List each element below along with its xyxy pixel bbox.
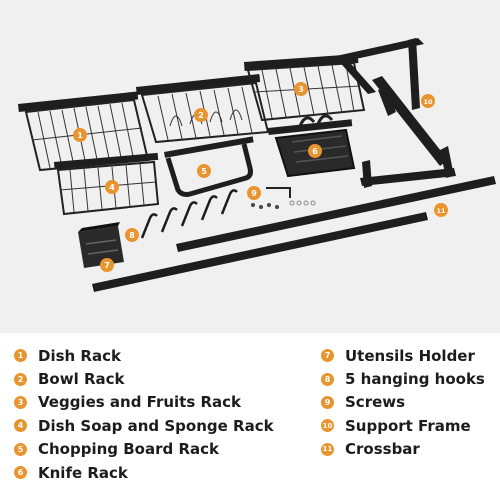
number-badge: 10 [321, 419, 334, 433]
legend-column-right: 7 Utensils Holder 8 5 hanging hooks 9 Screw… [321, 344, 485, 461]
number-badge: 6 [14, 466, 27, 480]
callout-4: 4 [105, 180, 119, 194]
svg-text:8: 8 [129, 231, 135, 240]
soap-rack-shape [54, 152, 160, 216]
part-label: Utensils Holder [345, 346, 475, 365]
callout-2: 2 [194, 108, 208, 122]
svg-text:1: 1 [77, 131, 83, 140]
callout-6: 6 [308, 144, 322, 158]
parts-photo: 1 2 3 4 5 6 7 8 9 10 11 [0, 0, 500, 333]
number-badge: 1 [14, 349, 27, 363]
callout-7: 7 [100, 258, 114, 272]
callout-markers: 1 2 3 4 5 6 7 8 9 10 11 [73, 82, 448, 272]
part-label: Support Frame [345, 416, 471, 435]
legend-item: 2 Bowl Rack [14, 367, 274, 390]
svg-text:2: 2 [198, 111, 204, 120]
utensils-holder-shape [78, 222, 124, 268]
callout-10: 10 [421, 94, 435, 108]
support-frame-shape [336, 38, 456, 188]
callout-11: 11 [434, 203, 448, 217]
part-label: Crossbar [345, 440, 420, 459]
number-badge: 8 [321, 372, 334, 386]
legend-item: 9 Screws [321, 391, 485, 414]
part-label: Dish Soap and Sponge Rack [38, 416, 274, 435]
part-label: Knife Rack [38, 463, 128, 482]
legend-item: 10 Support Frame [321, 414, 485, 437]
screws-shape [251, 187, 316, 209]
callout-5: 5 [197, 164, 211, 178]
legend-item: 7 Utensils Holder [321, 344, 485, 367]
svg-text:11: 11 [436, 207, 446, 215]
hooks-shape [140, 189, 238, 239]
legend-item: 11 Crossbar [321, 438, 485, 461]
callout-1: 1 [73, 128, 87, 142]
svg-text:5: 5 [201, 167, 207, 176]
parts-illustration: 1 2 3 4 5 6 7 8 9 10 11 [17, 38, 496, 292]
part-label: Screws [345, 393, 406, 412]
part-label: Bowl Rack [38, 370, 125, 389]
legend-item: 5 Chopping Board Rack [14, 438, 274, 461]
legend-item: 6 Knife Rack [14, 461, 274, 484]
number-badge: 2 [14, 372, 27, 386]
callout-9: 9 [247, 186, 261, 200]
svg-text:10: 10 [423, 98, 433, 106]
part-label: Dish Rack [38, 346, 121, 365]
svg-text:6: 6 [312, 147, 318, 156]
crossbars-shape [92, 176, 496, 292]
number-badge: 3 [14, 395, 27, 409]
part-label: Chopping Board Rack [38, 440, 220, 459]
legend-item: 4 Dish Soap and Sponge Rack [14, 414, 274, 437]
number-badge: 5 [14, 442, 27, 456]
svg-text:7: 7 [104, 261, 110, 270]
callout-3: 3 [294, 82, 308, 96]
number-badge: 4 [14, 419, 27, 433]
bowl-rack-shape [135, 74, 270, 144]
part-label: Veggies and Fruits Rack [38, 393, 242, 412]
legend-item: 1 Dish Rack [14, 344, 274, 367]
legend-item: 3 Veggies and Fruits Rack [14, 391, 274, 414]
number-badge: 11 [321, 442, 334, 456]
legend-column-left: 1 Dish Rack 2 Bowl Rack 3 Veggies and Fruit… [14, 344, 274, 484]
part-label: 5 hanging hooks [345, 370, 485, 389]
number-badge: 7 [321, 349, 334, 363]
callout-8: 8 [125, 228, 139, 242]
svg-text:3: 3 [298, 85, 304, 94]
svg-text:4: 4 [109, 183, 115, 192]
legend-item: 8 5 hanging hooks [321, 367, 485, 390]
svg-text:9: 9 [251, 189, 257, 198]
parts-legend: 1 Dish Rack 2 Bowl Rack 3 Veggies and Fruit… [0, 333, 500, 500]
number-badge: 9 [321, 395, 334, 409]
chopping-board-rack-shape [164, 136, 254, 197]
